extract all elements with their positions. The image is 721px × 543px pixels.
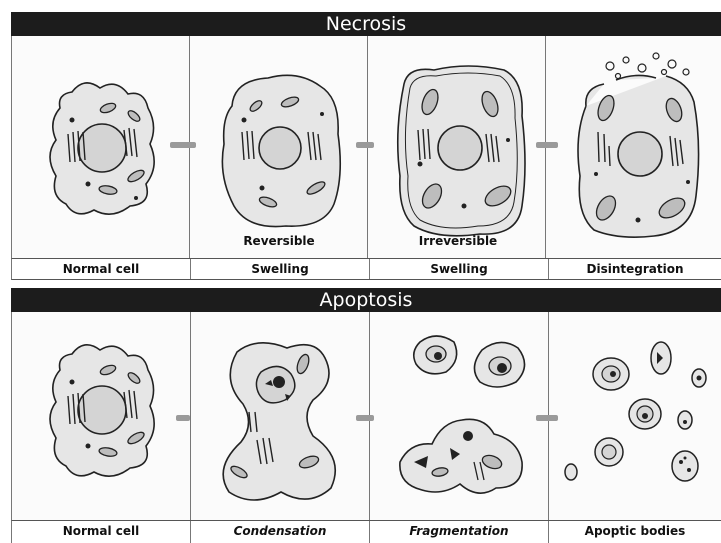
necrosis-irreversible-swelling-panel (368, 36, 546, 258)
arrow-condensation-to-fragmentation (356, 415, 374, 421)
caption-condensation: Condensation (191, 521, 370, 543)
caption-disintegration: Disintegration (549, 259, 721, 279)
caption-fragmentation: Fragmentation (370, 521, 549, 543)
arrow-fragmentation-to-apoptic-bodies (536, 415, 558, 421)
arrow-normal-to-condensation (176, 415, 190, 421)
caption-swelling-irreversible: Swelling (370, 259, 549, 279)
necrosis-reversible-swelling-panel (190, 36, 368, 258)
caption-swelling-reversible: Swelling (191, 259, 370, 279)
apoptosis-banner: Apoptosis (11, 288, 721, 312)
necrosis-banner: Necrosis (11, 12, 721, 36)
subcaption-reversible: Reversible (190, 234, 368, 248)
normal-cell-nucleus (78, 124, 126, 172)
arrow-reversible-to-irreversible (356, 142, 374, 148)
fragment-bottom-cluster (400, 419, 522, 493)
apoptic-body-8 (565, 464, 577, 480)
apoptosis-caption-row: Normal cell Condensation Fragmentation A… (11, 520, 721, 543)
caption-normal-cell: Normal cell (12, 259, 191, 279)
caption-apoptic-bodies: Apoptic bodies (549, 521, 721, 543)
arrow-irreversible-to-disintegration (536, 142, 558, 148)
necrosis-normal-cell-panel (12, 36, 190, 258)
necrosis-caption-row: Normal cell Swelling Swelling Disintegra… (11, 258, 721, 280)
apoptosis-normal-cell-panel (12, 312, 191, 520)
apoptic-body-7 (672, 451, 698, 481)
subcaption-irreversible: Irreversible (369, 234, 547, 248)
apoptosis-fragmentation-panel (370, 312, 549, 520)
apoptosis-apoptic-bodies-panel (549, 312, 721, 520)
arrow-normal-to-reversible (170, 142, 196, 148)
necrosis-disintegration-panel (546, 36, 721, 258)
apoptosis-condensation-panel (191, 312, 370, 520)
caption-normal-cell-apoptosis: Normal cell (12, 521, 191, 543)
apoptosis-title: Apoptosis (320, 289, 413, 311)
necrosis-title: Necrosis (326, 13, 406, 35)
